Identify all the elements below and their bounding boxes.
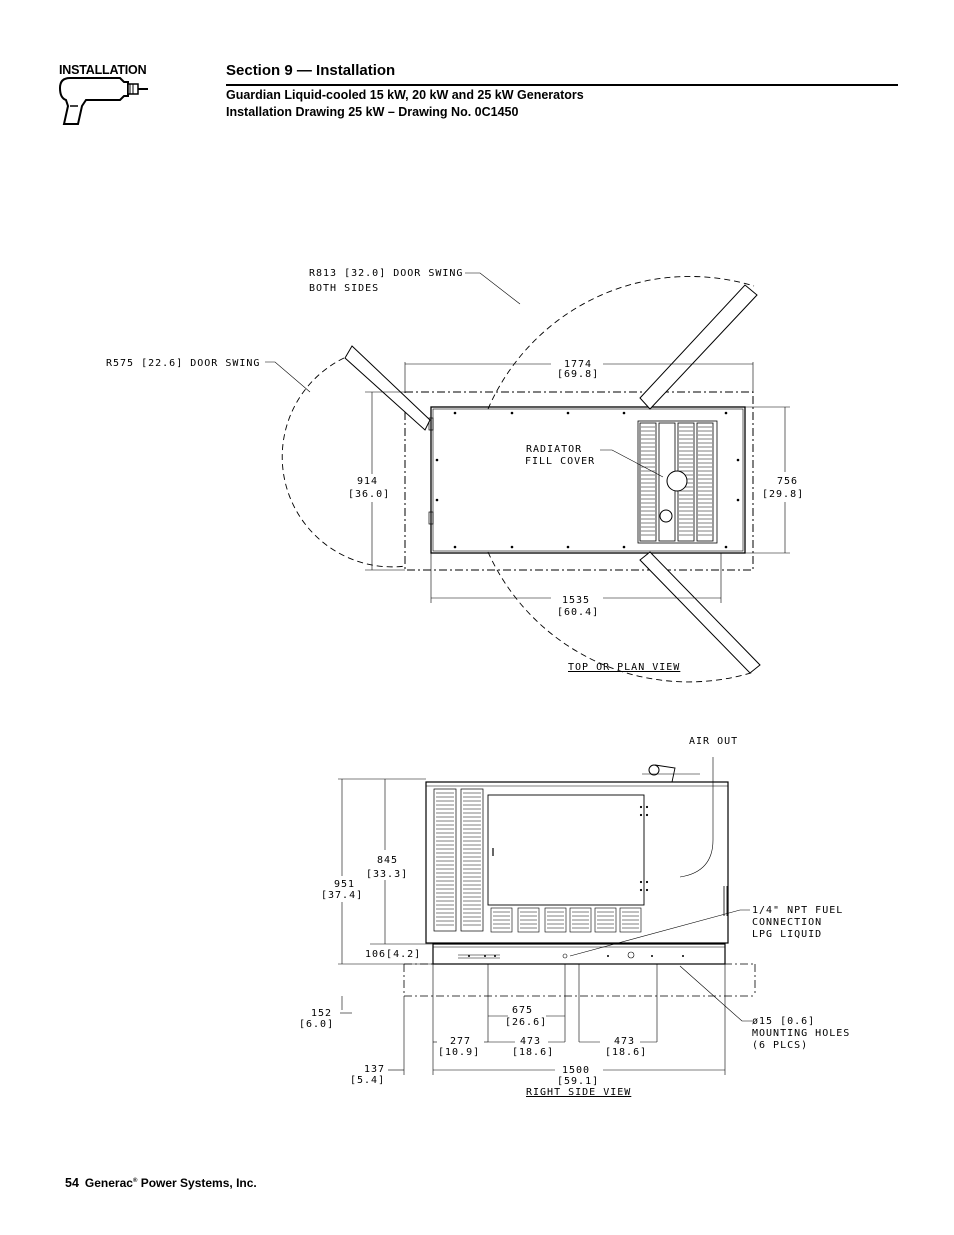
page-number: 54 bbox=[65, 1176, 79, 1190]
holes-label-2: MOUNTING HOLES bbox=[752, 1028, 850, 1039]
dim-enclosure-mm: 756 bbox=[777, 476, 798, 487]
fuel-label-3: LPG LIQUID bbox=[752, 929, 822, 940]
company-name-rest: Power Systems, Inc. bbox=[137, 1176, 257, 1190]
dim-473a-mm: 473 bbox=[520, 1036, 541, 1047]
section-title: Section 9 — Installation bbox=[226, 62, 396, 79]
company-name: Generac bbox=[84, 1176, 133, 1190]
registered-mark: ® bbox=[132, 1178, 138, 1184]
dim-height-in: [37.4] bbox=[321, 890, 363, 901]
subtitle-line-2: Installation Drawing 25 kW – Drawing No.… bbox=[226, 105, 519, 119]
dim-end-in: [5.4] bbox=[350, 1075, 385, 1086]
dim-473b-in: [18.6] bbox=[605, 1047, 647, 1058]
dim-473a-in: [18.6] bbox=[512, 1047, 554, 1058]
top-view-caption: TOP OR PLAN VIEW bbox=[568, 662, 680, 673]
dim-depth-in: [36.0] bbox=[348, 489, 390, 500]
dim-277-mm: 277 bbox=[450, 1036, 471, 1047]
dim-pad-mm: 152 bbox=[311, 1008, 332, 1019]
dim-675-mm: 675 bbox=[512, 1005, 533, 1016]
air-out-label: AIR OUT bbox=[689, 736, 738, 747]
top-plan-view bbox=[265, 272, 790, 683]
subtitle-line-1: Guardian Liquid-cooled 15 kW, 20 kW and … bbox=[226, 88, 584, 102]
dim-height2-in: [33.3] bbox=[366, 869, 408, 880]
radiator-label-2: FILL COVER bbox=[525, 456, 595, 467]
section-tab-label: INSTALLATION bbox=[59, 63, 147, 77]
dim-width-in: [69.8] bbox=[557, 369, 599, 380]
dim-base-in: [60.4] bbox=[557, 607, 599, 618]
page-footer: 54 Generac® Power Systems, Inc. bbox=[65, 1176, 257, 1190]
top-view-labels: R813 [32.0] DOOR SWING BOTH SIDES R575 [… bbox=[106, 268, 804, 673]
holes-label-1: ø15 [0.6] bbox=[752, 1016, 815, 1027]
dim-base-mm: 1535 bbox=[562, 595, 590, 606]
dim-depth-mm: 914 bbox=[357, 476, 378, 487]
door-swing-small-label: R575 [22.6] DOOR SWING bbox=[106, 358, 260, 369]
dim-length-in: [59.1] bbox=[557, 1076, 599, 1087]
header-rule bbox=[226, 84, 898, 86]
fuel-label-2: CONNECTION bbox=[752, 917, 822, 928]
dim-height2-mm: 845 bbox=[377, 855, 398, 866]
holes-label-3: (6 PLCS) bbox=[752, 1040, 808, 1051]
side-view-caption: RIGHT SIDE VIEW bbox=[526, 1087, 631, 1098]
radiator-label-1: RADIATOR bbox=[526, 444, 582, 455]
door-swing-large-label-2: BOTH SIDES bbox=[309, 283, 379, 294]
dim-277-in: [10.9] bbox=[438, 1047, 480, 1058]
door-swing-large-label: R813 [32.0] DOOR SWING bbox=[309, 268, 463, 279]
dim-end-mm: 137 bbox=[364, 1064, 385, 1075]
side-view-labels: AIR OUT 951 [37.4] 845 [33.3] 106[4.2] 1… bbox=[299, 736, 850, 1098]
right-side-view bbox=[338, 757, 756, 1075]
fuel-label-1: 1/4" NPT FUEL bbox=[752, 905, 843, 916]
drill-icon bbox=[58, 77, 148, 125]
dim-473b-mm: 473 bbox=[614, 1036, 635, 1047]
dim-length-mm: 1500 bbox=[562, 1065, 590, 1076]
dim-height-mm: 951 bbox=[334, 879, 355, 890]
dim-base-height: 106[4.2] bbox=[365, 949, 421, 960]
dim-pad-in: [6.0] bbox=[299, 1019, 334, 1030]
dim-675-in: [26.6] bbox=[505, 1017, 547, 1028]
dim-enclosure-in: [29.8] bbox=[762, 489, 804, 500]
dim-width-mm: 1774 bbox=[564, 359, 592, 370]
